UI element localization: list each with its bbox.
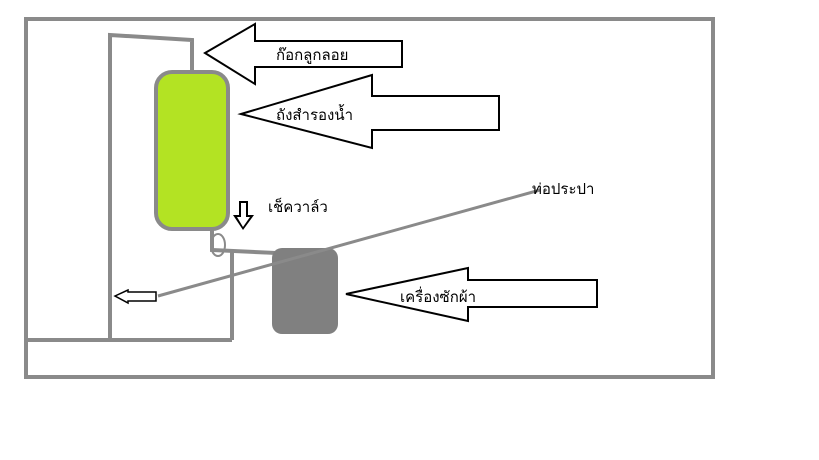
label-washing-machine: เครื่องซักผ้า — [400, 286, 476, 306]
reserve-tank — [154, 70, 230, 231]
supply-pipe — [108, 32, 194, 340]
label-float-valve: ก๊อกลูกลอย — [276, 46, 348, 64]
arrow-float-valve — [203, 22, 403, 86]
small-left-arrow — [113, 288, 157, 305]
label-check-valve: เช็ควาล์ว — [268, 197, 328, 216]
label-water-main: ท่อประปา — [532, 180, 594, 198]
water-main-pipe — [157, 188, 541, 298]
arrow-washing-machine — [345, 266, 598, 323]
down-arrow-icon — [233, 201, 254, 230]
arrow-reserve-tank — [237, 73, 500, 150]
check-valve-circle — [210, 233, 226, 257]
washing-machine — [272, 248, 338, 334]
outer-frame — [24, 17, 715, 379]
label-reserve-tank: ถังสำรองน้ำ — [276, 104, 353, 124]
